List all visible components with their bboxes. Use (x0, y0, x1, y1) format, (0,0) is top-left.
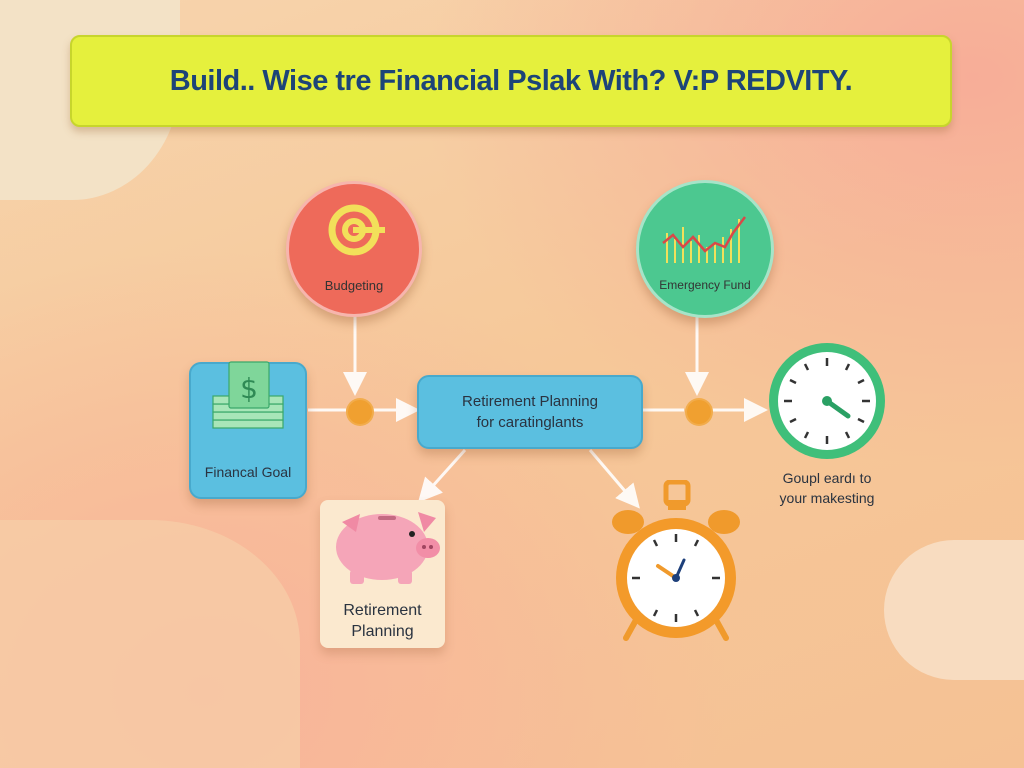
bg-blob (0, 520, 300, 768)
money-stack-icon: $ (212, 361, 284, 429)
piggy-label: Retirement Planning (320, 600, 445, 642)
budgeting-node: Budgeting (286, 181, 422, 317)
target-icon (328, 204, 385, 256)
piggy-bank-card: Retirement Planning (320, 500, 445, 648)
bg-blob (884, 540, 1024, 680)
piggy-bank-icon (336, 512, 440, 584)
clock-icon (769, 343, 885, 459)
connector-to-piggy (417, 448, 467, 503)
alarm-clock-icon (612, 480, 740, 641)
clock-caption-line-2: your makesting (779, 490, 875, 506)
piggy-label-line-2: Planning (351, 623, 414, 640)
financial-goal-node: $ Financal Goal (189, 361, 307, 499)
clock-caption: Goupl eardı to your makesting (760, 468, 894, 508)
chart-icon (662, 216, 746, 263)
page-title: Build.. Wise tre Financial Pslak With? V… (169, 64, 853, 97)
clock-caption-line-1: Goupl eardı to (782, 470, 872, 486)
piggy-label-line-1: Retirement (343, 602, 422, 619)
budgeting-label: Budgeting (324, 278, 384, 293)
financial-goal-label: Financal Goal (204, 464, 292, 480)
center-line-2: for caratinglants (476, 414, 584, 431)
emergency-fund-label: Emergency Fund (659, 278, 751, 292)
emergency-fund-node: Emergency Fund (636, 180, 774, 318)
svg-text:$: $ (240, 372, 258, 405)
junction-dot (685, 398, 713, 426)
junction-dot (346, 398, 374, 426)
connector-to-alarm (588, 449, 640, 509)
retirement-planning-node: Retirement Planning for caratinglants (417, 375, 643, 449)
title-banner: Build.. Wise tre Financial Pslak With? V… (70, 35, 952, 127)
center-line-1: Retirement Planning (462, 393, 598, 410)
